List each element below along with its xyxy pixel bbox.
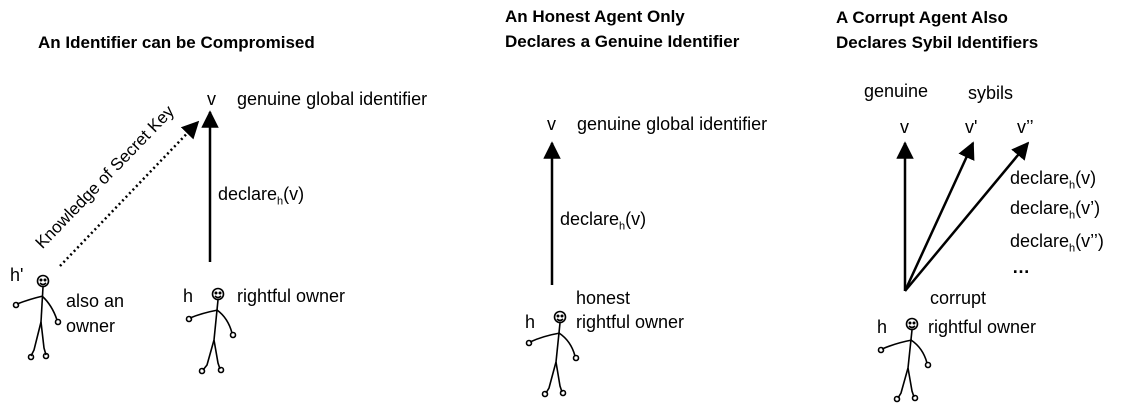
- declare-subscript: h: [1069, 179, 1076, 192]
- declare-arg: (v): [1075, 168, 1097, 188]
- honest-figure-icon: [525, 310, 580, 398]
- panel1-owner-desc: rightful owner: [237, 286, 346, 306]
- declare-word: declare: [1010, 198, 1070, 218]
- panel3-owner-desc: rightful owner: [928, 317, 1037, 337]
- owner-figure-icon: [185, 287, 237, 375]
- panel3-declare-v-prime: declareh(v’): [1010, 197, 1100, 227]
- panel1-v-label: v: [207, 89, 216, 109]
- panel2-status: honest: [576, 288, 631, 308]
- panel2-genuine-label: genuine global identifier: [577, 114, 768, 134]
- panel2-owner-name: h: [525, 312, 536, 332]
- declare-word: declare: [218, 184, 278, 204]
- panel2-declare-label: declareh(v): [560, 208, 646, 238]
- declare-subscript: h: [1069, 209, 1076, 222]
- declare-word: declare: [1010, 231, 1070, 251]
- id-v-double-prime: v’’: [1017, 117, 1034, 137]
- panel1-title: An Identifier can be Compromised: [38, 33, 315, 52]
- panel3-title-line1: A Corrupt Agent Also: [836, 8, 1008, 27]
- declare-arrow-sybil-2: [904, 141, 1030, 292]
- attacker-figure-icon: [12, 274, 62, 361]
- declare-word: declare: [1010, 168, 1070, 188]
- panel1-declare-label: declareh(v): [218, 183, 304, 213]
- declare-arrow-sybil-1: [903, 141, 975, 292]
- panel3-title-line2: Declares Sybil Identifiers: [836, 33, 1039, 52]
- panel2-title-line2: Declares a Genuine Identifier: [505, 32, 740, 51]
- declare-subscript: h: [619, 220, 626, 233]
- corrupt-figure-icon: [877, 317, 932, 403]
- panel1-genuine-label: genuine global identifier: [237, 89, 428, 109]
- panel2-owner-desc: rightful owner: [576, 312, 685, 332]
- dotted-knowledge-arrow: [59, 120, 200, 267]
- declare-word: declare: [560, 209, 620, 229]
- declare-arg: (v): [283, 184, 305, 204]
- declare-arg: (v’’): [1075, 231, 1104, 251]
- panel3-ellipsis: …: [1012, 257, 1030, 277]
- declare-arg: (v): [625, 209, 647, 229]
- panel1-owner-name: h: [183, 286, 194, 306]
- panel2-title-line1: An Honest Agent Only: [505, 7, 685, 26]
- panel3-declare-v-double-prime: declareh(v’’): [1010, 230, 1104, 260]
- sybils-header: sybils: [968, 83, 1014, 103]
- declare-subscript: h: [277, 195, 284, 208]
- panel2-v-label: v: [547, 114, 556, 134]
- genuine-header: genuine: [864, 81, 929, 101]
- panel3-declare-v: declareh(v): [1010, 167, 1096, 197]
- panel3-status: corrupt: [930, 288, 987, 308]
- attacker-name: h': [10, 265, 24, 285]
- panel3-owner-name: h: [877, 317, 888, 337]
- attacker-desc-line2: owner: [66, 316, 116, 336]
- declare-subscript: h: [1069, 242, 1076, 255]
- attacker-desc-line1: also an: [66, 291, 125, 311]
- id-v-prime: v': [965, 117, 978, 137]
- declare-arg: (v’): [1075, 198, 1101, 218]
- id-v: v: [900, 117, 909, 137]
